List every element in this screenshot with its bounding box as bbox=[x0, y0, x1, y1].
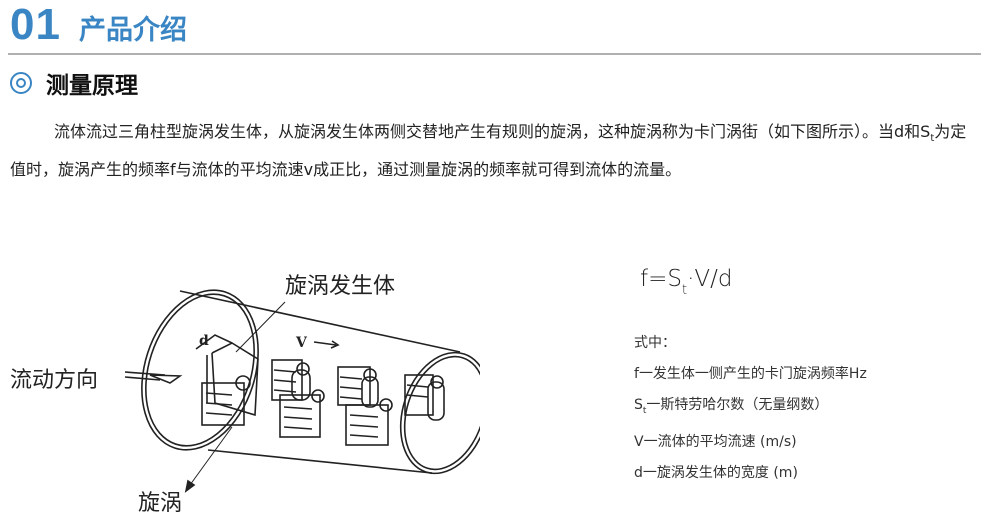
label-d: d bbox=[199, 333, 209, 349]
definition-item: V一流体的平均流速 (m/s) bbox=[634, 434, 797, 450]
subscript: t bbox=[930, 133, 935, 144]
definition-item: f一发生体一侧产生的卡门旋涡频率Hz bbox=[634, 366, 867, 382]
formula-rhs: ·V/d bbox=[687, 266, 733, 292]
label-vortex-generator: 旋涡发生体 bbox=[285, 274, 396, 299]
formula-sub: t bbox=[681, 283, 688, 298]
definition-item: St一斯特劳哈尔数（无量纲数） bbox=[634, 397, 829, 416]
double-circle-icon bbox=[10, 72, 32, 94]
vortex-street-diagram: d V 旋涡发生体 流动方向 旋涡 bbox=[0, 255, 491, 525]
label-flow-direction: 流动方向 bbox=[10, 368, 99, 393]
paragraph-text: 为定值时，旋涡产生的频率f与流体的平均流速v成正比，通过测量旋涡的频率就可得到流… bbox=[10, 122, 967, 179]
formula-lhs: f=S bbox=[640, 266, 682, 292]
page-header: 01 产品介绍 bbox=[10, 0, 187, 50]
header-divider bbox=[8, 53, 981, 55]
label-vortex: 旋涡 bbox=[138, 491, 183, 516]
page-title: 产品介绍 bbox=[78, 14, 187, 46]
label-v: V bbox=[295, 335, 308, 351]
section-title: 测量原理 bbox=[46, 73, 138, 99]
definitions-heading: 式中： bbox=[634, 335, 676, 351]
strouhal-formula: f=St·V/d bbox=[640, 266, 732, 298]
intro-paragraph: 流体流过三角柱型旋涡发生体，从旋涡发生体两侧交替地产生有规则的旋涡，这种旋涡称为… bbox=[10, 116, 970, 185]
definition-item: d一旋涡发生体的宽度 (m) bbox=[634, 465, 798, 481]
paragraph-text: 流体流过三角柱型旋涡发生体，从旋涡发生体两侧交替地产生有规则的旋涡，这种旋涡称为… bbox=[54, 122, 931, 141]
section-heading: 测量原理 bbox=[10, 66, 138, 100]
formula-definitions: 式中： f一发生体一侧产生的卡门旋涡频率Hz St一斯特劳哈尔数（无量纲数） V… bbox=[634, 328, 867, 489]
section-number: 01 bbox=[10, 0, 61, 49]
